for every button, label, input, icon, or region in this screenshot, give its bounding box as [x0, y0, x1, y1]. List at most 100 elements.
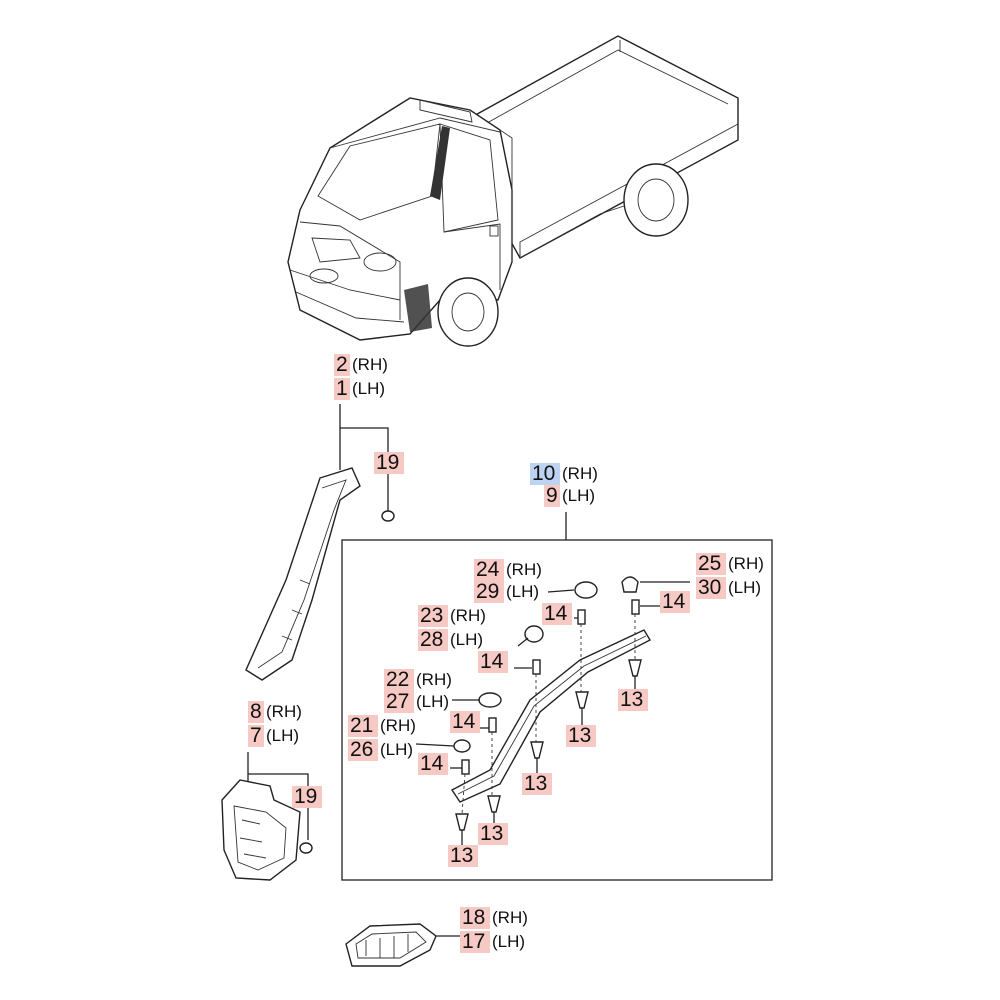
callout-28-lh: 28(LH)	[418, 628, 483, 651]
cap-24-part	[574, 581, 598, 599]
callout-side: (LH)	[728, 578, 761, 597]
callout-side: (RH)	[728, 554, 764, 573]
bracket-17-18-group	[345, 923, 460, 967]
clip-19-part	[381, 510, 395, 522]
callout-side: (RH)	[352, 355, 388, 374]
callout-highlight	[334, 354, 350, 376]
callout-13: 13	[478, 822, 508, 845]
callout-19: 19	[374, 451, 404, 474]
callout-number: 13	[450, 844, 473, 867]
callout-23-rh: 23(RH)	[418, 604, 486, 627]
callout-highlight	[478, 651, 508, 673]
callout-side: (LH)	[352, 379, 385, 398]
callout-highlight	[696, 553, 726, 575]
callout-highlight	[448, 845, 478, 867]
callout-number: 27	[386, 690, 409, 713]
callout-17-lh: 17 (LH)	[460, 930, 525, 953]
callout-30-lh: 30 (LH)	[696, 576, 761, 599]
callout-2-rh: 2(RH)	[334, 353, 388, 376]
callout-14: 14	[478, 650, 508, 673]
clip-14-parts	[461, 599, 640, 775]
callout-highlight	[460, 907, 490, 929]
callout-number: 21	[350, 714, 373, 737]
callout-side: (RH)	[562, 464, 598, 483]
callout-number: 26	[350, 738, 373, 761]
callout-number: 14	[452, 710, 476, 733]
callout-highlight	[544, 485, 560, 507]
callout-highlight	[418, 629, 448, 651]
callout-side: (LH)	[416, 692, 449, 711]
callout-highlight	[450, 711, 480, 733]
callout-side: (RH)	[450, 606, 486, 625]
callout-highlight	[474, 559, 504, 581]
callout-number: 14	[662, 590, 686, 613]
callout-side: (LH)	[492, 932, 525, 951]
callout-number: 17	[462, 930, 485, 953]
callout-number: 28	[420, 628, 443, 651]
callout-25-rh: 25(RH)	[696, 552, 764, 575]
callout-number: 18	[462, 906, 485, 929]
callout-14: 14	[660, 590, 690, 613]
callout-side: (LH)	[562, 486, 595, 505]
callout-14: 14	[542, 602, 572, 625]
callout-24-rh: 24(RH)	[474, 558, 542, 581]
callout-19: 19	[292, 785, 322, 808]
callout-29-lh: 29(LH)	[474, 580, 539, 603]
callout-18-rh: 18 (RH)	[460, 906, 528, 929]
callout-21-rh: 21 (RH)	[348, 714, 416, 737]
assembly-box	[341, 539, 773, 881]
a-pillar-trim-part	[245, 467, 361, 681]
callout-8-rh: 8(RH)	[248, 700, 302, 723]
bracket-part	[345, 923, 437, 967]
lower-trim-part	[221, 779, 301, 881]
callout-highlight	[542, 603, 572, 625]
callout-highlight	[384, 669, 414, 691]
roof-rail-strip	[450, 629, 651, 803]
callout-highlight	[478, 823, 508, 845]
callout-13: 13	[522, 772, 552, 795]
callout-number: 13	[620, 688, 643, 711]
callout-13: 13	[448, 844, 478, 867]
a-pillar-highlight	[430, 126, 450, 200]
callout-side: (RH)	[380, 716, 416, 735]
callout-26-lh: 26(LH)	[348, 738, 413, 761]
cap-22-part	[478, 692, 502, 708]
callout-22-rh: 22 (RH)	[384, 668, 452, 691]
callout-highlight	[530, 463, 560, 485]
callout-number: 8	[250, 700, 262, 723]
callout-side: (RH)	[506, 560, 542, 579]
callout-number: 19	[294, 785, 317, 808]
callout-side: (RH)	[492, 908, 528, 927]
callout-14: 14	[450, 710, 480, 733]
callout-14: 14	[418, 752, 448, 775]
clip-19-lower-part	[299, 842, 313, 854]
callout-highlight	[248, 701, 264, 723]
callout-highlight	[660, 591, 690, 613]
cap-25-part	[621, 576, 639, 593]
callout-highlight	[384, 691, 414, 713]
callout-highlight	[566, 725, 596, 747]
callout-number: 14	[544, 602, 568, 625]
callout-number: 10	[532, 462, 555, 485]
callout-highlight	[248, 725, 264, 747]
callout-highlight	[334, 378, 350, 400]
callout-number: 13	[524, 772, 547, 795]
callout-number: 1	[336, 377, 348, 400]
cap-23-part	[524, 625, 544, 643]
roof-rail-assembly	[341, 512, 773, 881]
callout-highlight	[418, 753, 448, 775]
callout-side: (LH)	[266, 726, 299, 745]
callout-number: 30	[698, 576, 721, 599]
callout-side: (RH)	[416, 670, 452, 689]
lower-trim-highlight	[404, 284, 432, 332]
truck-illustration	[287, 35, 739, 347]
callout-highlight	[522, 773, 552, 795]
callout-number: 13	[480, 822, 503, 845]
callout-number: 22	[386, 668, 409, 691]
lower-trim-group	[221, 752, 313, 881]
fastener-13-parts	[455, 659, 642, 831]
callout-side: (RH)	[266, 702, 302, 721]
callout-highlight	[696, 577, 726, 599]
